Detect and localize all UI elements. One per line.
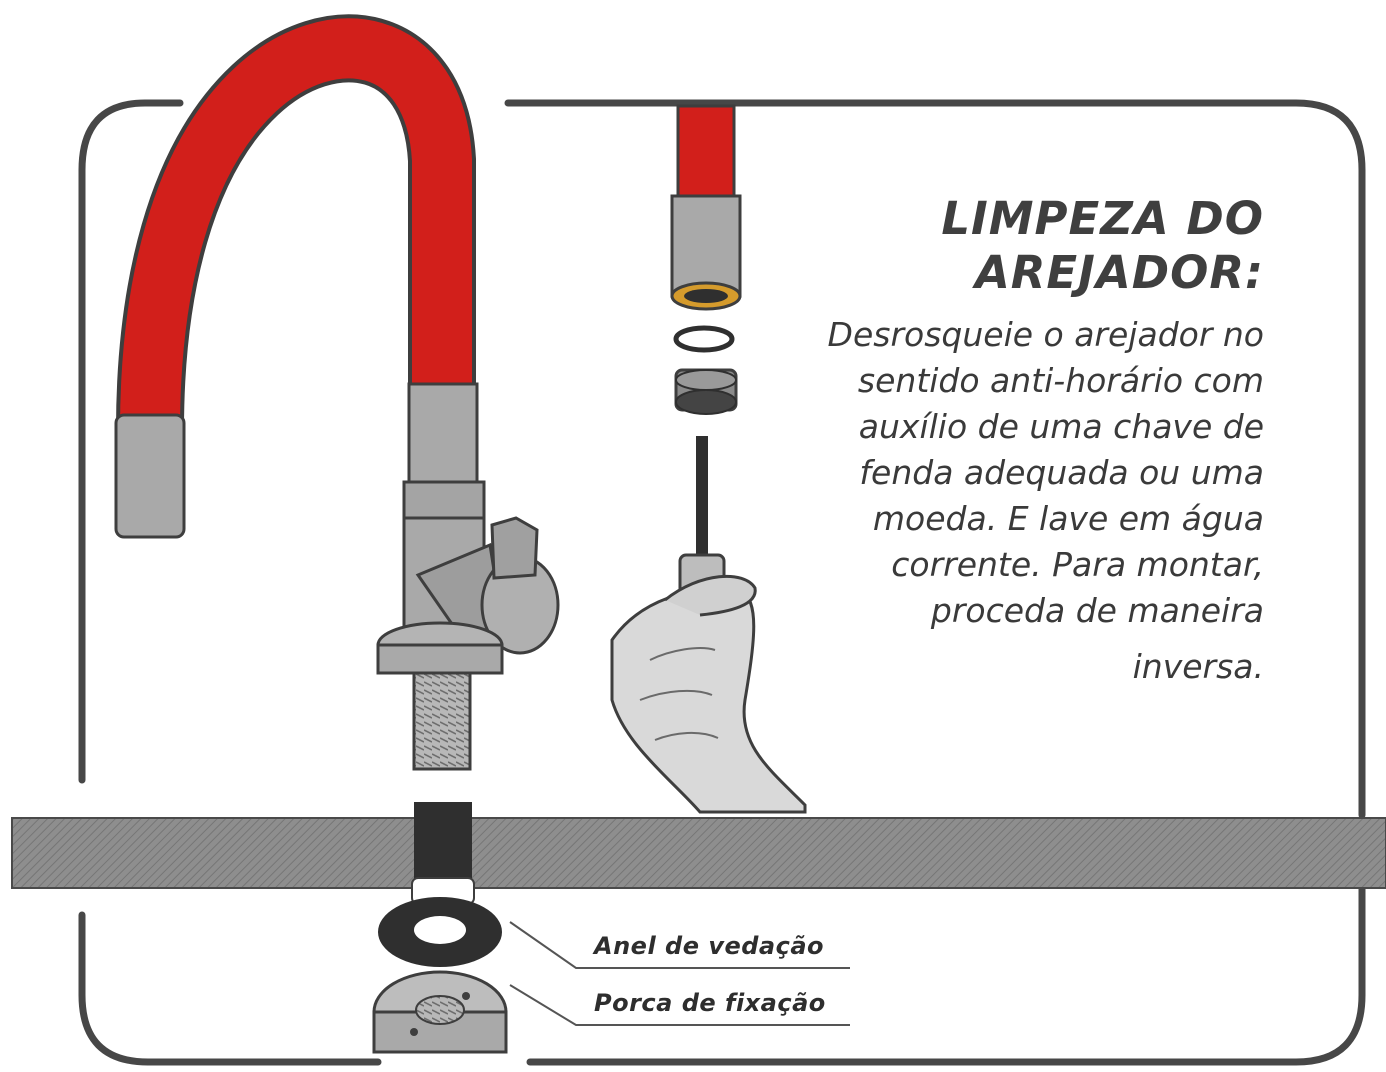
title-line: AREJADOR: (974, 246, 1264, 299)
instruction-line: sentido anti-horário com (857, 361, 1264, 400)
fixing-nut-icon (372, 970, 508, 1054)
instruction-line: inversa. (1132, 647, 1264, 686)
aerator-icon (670, 104, 742, 415)
sealing-ring-label: Anel de vedação (594, 932, 825, 960)
title-line: LIMPEZA DO (941, 192, 1264, 245)
hand-icon (610, 574, 807, 814)
countertop (11, 802, 1386, 905)
instruction-line: proceda de maneira (930, 591, 1264, 630)
faucet-icon (114, 14, 560, 771)
instructions-text: Desrosqueie o arejador no sentido anti-h… (664, 312, 1264, 690)
instruction-line: auxílio de uma chave de (858, 407, 1264, 446)
instruction-line: Desrosqueie o arejador no (827, 315, 1264, 354)
callout-leaders (509, 921, 850, 1026)
instruction-line: fenda adequada ou uma (859, 453, 1264, 492)
sealing-ring-icon (378, 897, 502, 967)
fixing-nut-label: Porca de fixação (594, 989, 826, 1017)
section-title: LIMPEZA DO AREJADOR: (744, 192, 1264, 300)
frame (78, 99, 1366, 1066)
instruction-line: moeda. E lave em água (872, 499, 1264, 538)
instruction-line: corrente. Para montar, (891, 545, 1264, 584)
